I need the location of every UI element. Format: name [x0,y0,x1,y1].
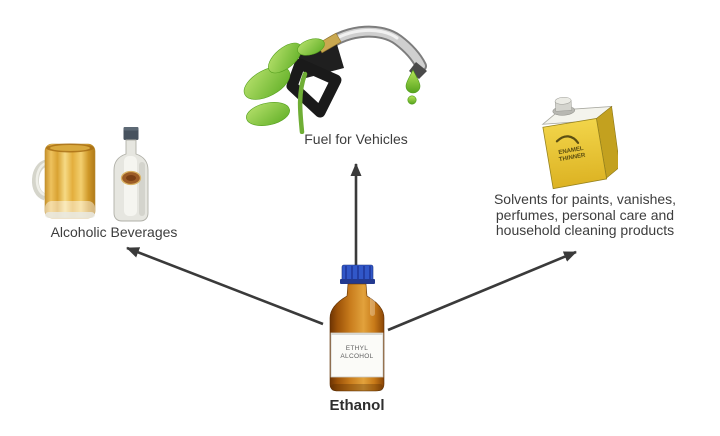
ethanol-bottle-icon: ETHYL ALCOHOL [329,264,385,392]
can-label-line1: ENAMEL [558,146,584,156]
solvents-label-line1: Solvents for paints, vanishes, [493,191,677,207]
bottle-label-line1: ETHYL [346,345,369,352]
arrow-to-beverages [126,246,324,326]
liquor-bottle-icon [113,127,149,222]
can-label-line2: THINNER [559,153,587,164]
solvents-label-line3: household cleaning products [495,222,675,238]
fuel-pump-icon [243,25,427,134]
ethanol-label: Ethanol [329,397,385,414]
arrow-to-solvents [387,250,577,332]
beverages-label: Alcoholic Beverages [50,224,178,240]
solvent-can-icon: ENAMEL THINNER [541,97,618,190]
solvents-label-line2: perfumes, personal care and [495,206,675,223]
fuel-label: Fuel for Vehicles [304,131,408,147]
bottle-label-line2: ALCOHOL [340,353,373,360]
solvents-label: Solvents for paints, vanishes, perfumes,… [493,191,677,239]
beer-mug-icon [32,143,96,219]
